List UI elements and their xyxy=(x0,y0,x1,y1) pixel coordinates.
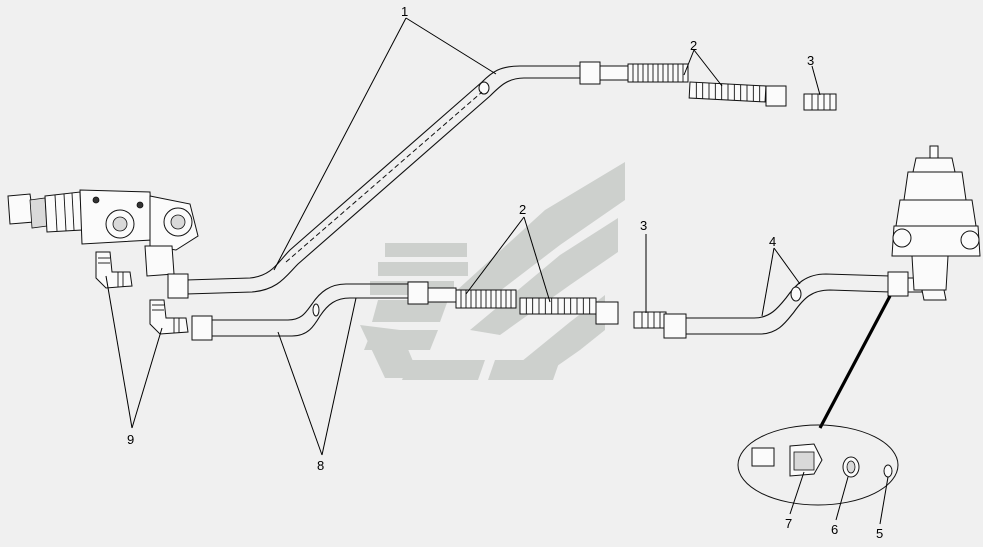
callouts: 1 2 3 2 3 4 9 8 7 6 5 xyxy=(127,4,883,541)
callout-1: 1 xyxy=(401,4,408,19)
callout-5: 5 xyxy=(876,526,883,541)
callout-3-mid: 3 xyxy=(640,218,647,233)
middle-nipple xyxy=(633,311,667,329)
elbow-fitting-upper xyxy=(95,251,133,289)
callout-2-mid: 2 xyxy=(519,202,526,217)
callout-6: 6 xyxy=(831,522,838,537)
elbow-fitting-lower xyxy=(149,299,189,335)
watermark-logo-icon xyxy=(360,162,625,380)
detail-view xyxy=(737,295,899,506)
middle-hose xyxy=(427,287,619,325)
right-pressure-regulator xyxy=(891,145,981,301)
callout-7: 7 xyxy=(785,516,792,531)
upper-nipple xyxy=(803,93,837,111)
callout-2-top: 2 xyxy=(690,38,697,53)
upper-pipe xyxy=(167,61,601,299)
left-brake-valve xyxy=(7,189,199,277)
callout-9: 9 xyxy=(127,432,134,447)
callout-3-top: 3 xyxy=(807,53,814,68)
upper-hose xyxy=(599,63,787,107)
callout-8: 8 xyxy=(317,458,324,473)
right-pipe xyxy=(663,271,923,339)
middle-pipe xyxy=(191,281,429,341)
callout-4: 4 xyxy=(769,234,776,249)
leader-lines xyxy=(105,17,889,525)
